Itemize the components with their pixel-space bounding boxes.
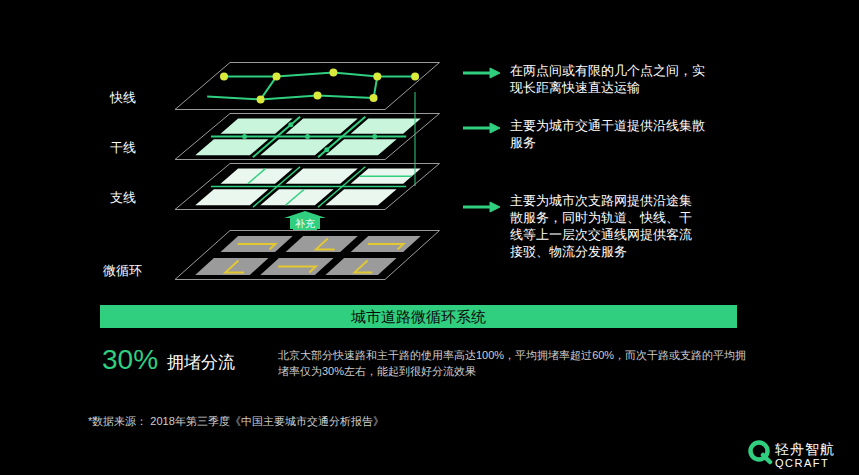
- description: 主要为城市次支路网提供沿途集散服务，同时为轨道、快线、干线等上一层次交通线网提供…: [510, 193, 700, 261]
- description: 主要为城市交通干道提供沿线集散服务: [510, 118, 710, 152]
- layer-label: 干线: [110, 139, 136, 157]
- layer-outline: [100, 113, 440, 160]
- block-arrow: [284, 211, 326, 229]
- road-layer: 支线: [100, 163, 440, 210]
- road-layer: 微循环: [100, 230, 440, 280]
- logo-icon: [751, 443, 771, 463]
- road-layer: 干线: [100, 113, 440, 160]
- layer-label: 微循环: [103, 262, 142, 280]
- band-title: 城市道路微循环系统: [100, 305, 737, 328]
- logo-text: 轻舟智航: [775, 441, 855, 457]
- guide-line: [415, 92, 416, 186]
- layer-outline: [100, 230, 440, 280]
- layer-label: 支线: [110, 189, 136, 207]
- layer-border: [175, 231, 440, 280]
- pointer-arrows: [463, 68, 500, 212]
- stat-label: 拥堵分流: [167, 352, 257, 374]
- road-network: [195, 69, 421, 275]
- layer-border: [175, 63, 440, 110]
- title-band: 城市道路微循环系统: [100, 305, 737, 328]
- source-note: *数据来源： 2018年第三季度《中国主要城市交通分析报告》: [88, 413, 508, 429]
- layer-border: [175, 164, 440, 210]
- stat-note: 北京大部分快速路和主干路的使用率高达100%，平均拥堵率超过60%，而次干路或支…: [278, 347, 748, 379]
- layer-border: [175, 114, 440, 160]
- description: 在两点间或有限的几个点之间，实现长距离快速直达运输: [510, 63, 710, 97]
- stat-number: 30%: [102, 342, 172, 378]
- logo-text: QCRAFT: [775, 457, 855, 470]
- road-layer: 快线: [100, 62, 440, 110]
- layer-outline: [100, 163, 440, 210]
- arrow-label: 补充: [293, 218, 317, 230]
- layer-outline: [100, 62, 440, 110]
- layer-label: 快线: [110, 89, 136, 107]
